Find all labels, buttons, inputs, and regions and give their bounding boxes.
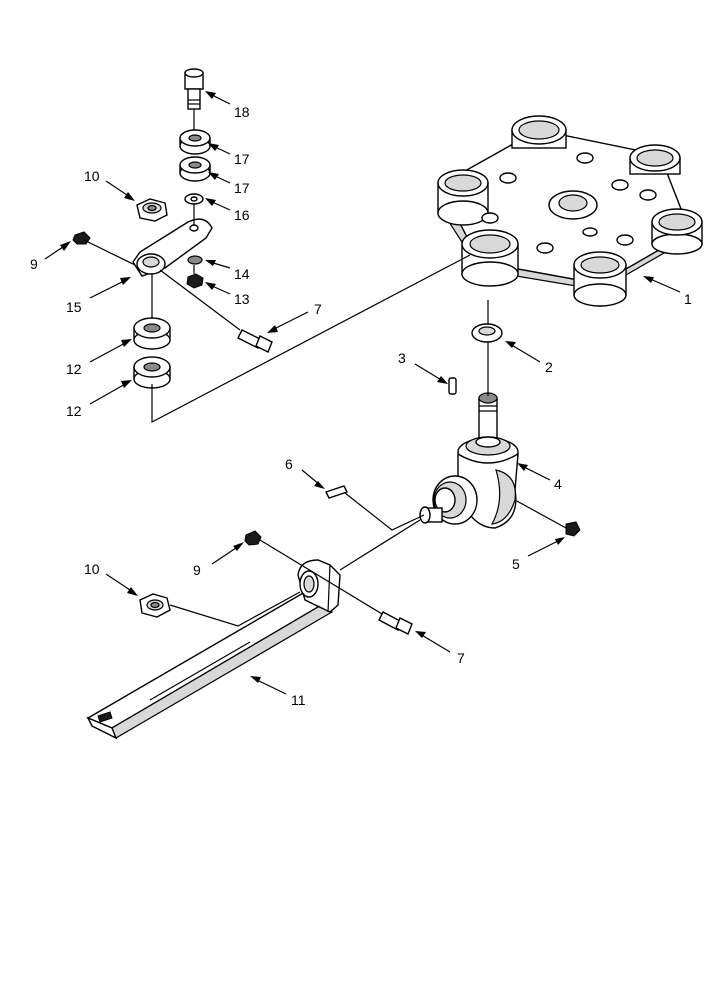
- callout-2: 2: [545, 359, 553, 375]
- callout-12: 12: [66, 361, 82, 377]
- part-18-bolt: [184, 68, 204, 110]
- callout-7: 7: [314, 301, 322, 317]
- callout-1: 1: [684, 291, 692, 307]
- part-14-washer: [187, 255, 203, 265]
- part-7-bolt-lower: [378, 611, 413, 635]
- plate-boss: [511, 115, 567, 149]
- callout-3: 3: [398, 350, 406, 366]
- part-12-bearing: [133, 317, 171, 350]
- callout-7-lower: 7: [457, 650, 465, 666]
- callout-17: 17: [234, 151, 250, 167]
- callout-6: 6: [285, 456, 293, 472]
- part-4-gearbox: [419, 392, 519, 529]
- part-6-key: [325, 485, 348, 499]
- plate-boss: [437, 169, 489, 226]
- part-12-bearing: [133, 356, 171, 389]
- part-15-arm: [132, 218, 213, 277]
- callout-15: 15: [66, 299, 82, 315]
- part-1-rotor-plate: [437, 115, 703, 307]
- callout-17: 17: [234, 180, 250, 196]
- part-10-nut: [136, 198, 168, 222]
- plate-boss: [651, 208, 703, 255]
- callout-9: 9: [30, 256, 38, 272]
- callout-13: 13: [234, 291, 250, 307]
- callout-arrows: [44, 91, 681, 695]
- callout-labels: 18 17 17 16 10 9 14 13 15 7 12 12 1 2 3 …: [30, 104, 692, 708]
- part-9-nut-lower: [244, 530, 262, 546]
- callout-5: 5: [512, 556, 520, 572]
- callout-18: 18: [234, 104, 250, 120]
- part-11-blade: [86, 559, 341, 740]
- callout-10-lower: 10: [84, 561, 100, 577]
- callout-4: 4: [554, 476, 562, 492]
- part-5-plug: [565, 521, 581, 537]
- part-10-nut-lower: [139, 593, 171, 618]
- callout-11: 11: [291, 692, 306, 708]
- part-17-bearing: [179, 156, 211, 182]
- plate-boss: [573, 251, 627, 307]
- assembly-lines: [83, 109, 567, 627]
- part-16-washer: [184, 193, 204, 205]
- callout-10: 10: [84, 168, 100, 184]
- part-7-bolt: [237, 329, 273, 353]
- part-13-nut: [186, 273, 204, 289]
- callout-16: 16: [234, 207, 250, 223]
- plate-boss: [629, 144, 681, 175]
- part-2-washer: [471, 323, 503, 343]
- part-3-key: [448, 377, 457, 395]
- callout-14: 14: [234, 266, 250, 282]
- plate-boss: [461, 229, 519, 287]
- callout-12: 12: [66, 403, 82, 419]
- part-17-bearing: [179, 129, 211, 155]
- callout-9-lower: 9: [193, 562, 201, 578]
